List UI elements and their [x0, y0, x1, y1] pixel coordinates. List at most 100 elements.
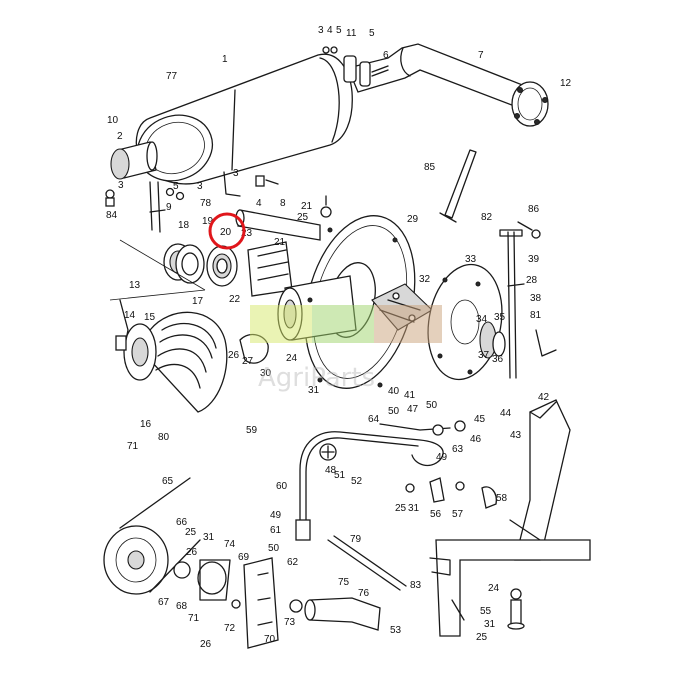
part-label-3: 3	[318, 25, 324, 36]
part-label-16: 16	[140, 419, 152, 430]
bearings	[163, 243, 238, 287]
part-label-42: 42	[538, 392, 550, 403]
part-label-83: 83	[410, 580, 422, 591]
bar-79	[327, 535, 407, 591]
part-label-34: 34	[476, 314, 488, 325]
part-label-30: 30	[260, 368, 272, 379]
part-label-73: 73	[284, 617, 296, 628]
part-label-66: 66	[176, 517, 188, 528]
watermark-text: AgriParts	[258, 363, 375, 393]
part-label-49: 49	[270, 510, 282, 521]
part-label-57: 57	[452, 509, 464, 520]
part-label-24: 24	[488, 583, 500, 594]
part-label-38: 38	[530, 293, 542, 304]
part-label-67: 67	[158, 597, 170, 608]
part-label-19: 19	[202, 216, 214, 227]
part-label-25: 25	[185, 527, 197, 538]
part-label-63: 63	[452, 444, 464, 455]
part-label-14: 14	[124, 310, 136, 321]
part-label-60: 60	[276, 481, 288, 492]
part-label-4: 4	[327, 25, 333, 36]
main-frame	[429, 539, 591, 637]
shaft-75-76	[289, 597, 381, 631]
part-label-2: 2	[117, 131, 123, 142]
part-label-65: 65	[162, 476, 174, 487]
part-label-31: 31	[203, 532, 215, 543]
part-label-31: 31	[308, 385, 320, 396]
guide-lines	[109, 239, 206, 301]
part-label-80: 80	[158, 432, 170, 443]
part-label-22: 22	[229, 294, 241, 305]
part-label-8: 8	[280, 198, 286, 209]
part-label-21: 21	[301, 201, 313, 212]
part-label-72: 72	[224, 623, 236, 634]
part-label-51: 51	[334, 470, 346, 481]
part-label-6: 6	[383, 50, 389, 61]
control-rods	[499, 221, 557, 379]
part-label-27: 27	[242, 356, 254, 367]
part-label-17: 17	[192, 296, 204, 307]
part-label-37: 37	[478, 350, 490, 361]
part-label-7: 7	[478, 50, 484, 61]
part-label-31: 31	[408, 503, 420, 514]
exhaust-pipe	[322, 43, 549, 127]
support-frame	[509, 399, 571, 561]
part-label-41: 41	[404, 390, 416, 401]
part-label-49: 49	[436, 452, 448, 463]
part-label-9: 9	[166, 202, 172, 213]
part-label-46: 46	[470, 434, 482, 445]
part-label-5: 5	[336, 25, 342, 36]
part-label-53: 53	[390, 625, 402, 636]
part-label-43: 43	[510, 430, 522, 441]
part-label-39: 39	[528, 254, 540, 265]
part-label-12: 12	[560, 78, 572, 89]
highlight-circle	[208, 212, 246, 250]
part-label-71: 71	[127, 441, 139, 452]
part-label-32: 32	[419, 274, 431, 285]
part-label-84: 84	[106, 210, 118, 221]
part-label-75: 75	[338, 577, 350, 588]
part-label-59: 59	[246, 425, 258, 436]
part-label-29: 29	[407, 214, 419, 225]
part-label-79: 79	[350, 534, 362, 545]
part-label-56: 56	[430, 509, 442, 520]
part-label-68: 68	[176, 601, 188, 612]
part-label-31: 31	[484, 619, 496, 630]
part-label-10: 10	[107, 115, 119, 126]
part-label-1: 1	[222, 54, 228, 65]
part-label-70: 70	[264, 634, 276, 645]
part-label-33: 33	[465, 254, 477, 265]
part-label-44: 44	[500, 408, 512, 419]
part-label-58: 58	[496, 493, 508, 504]
part-label-50: 50	[268, 543, 280, 554]
part-label-5: 5	[369, 28, 375, 39]
part-label-40: 40	[388, 386, 400, 397]
part-label-15: 15	[144, 312, 156, 323]
part-label-82: 82	[481, 212, 493, 223]
part-label-71: 71	[188, 613, 200, 624]
part-label-74: 74	[224, 539, 236, 550]
part-label-55: 55	[480, 606, 492, 617]
part-label-77: 77	[166, 71, 178, 82]
part-label-26: 26	[200, 639, 212, 650]
part-label-78: 78	[200, 198, 212, 209]
flange-plate	[427, 263, 506, 381]
part-label-76: 76	[358, 588, 370, 599]
pulley-bank	[115, 299, 228, 413]
part-label-25: 25	[476, 632, 488, 643]
shaft-assembly	[235, 195, 332, 297]
part-label-36: 36	[492, 354, 504, 365]
part-label-13: 13	[129, 280, 141, 291]
part-label-3: 3	[118, 180, 124, 191]
part-label-26: 26	[186, 547, 198, 558]
part-label-24: 24	[286, 353, 298, 364]
part-label-18: 18	[178, 220, 190, 231]
lever-bracket	[231, 557, 279, 649]
small-brackets	[405, 477, 497, 509]
part-label-45: 45	[474, 414, 486, 425]
part-label-86: 86	[528, 204, 540, 215]
part-label-4: 4	[256, 198, 262, 209]
part-label-25: 25	[395, 503, 407, 514]
part-label-5: 5	[173, 181, 179, 192]
